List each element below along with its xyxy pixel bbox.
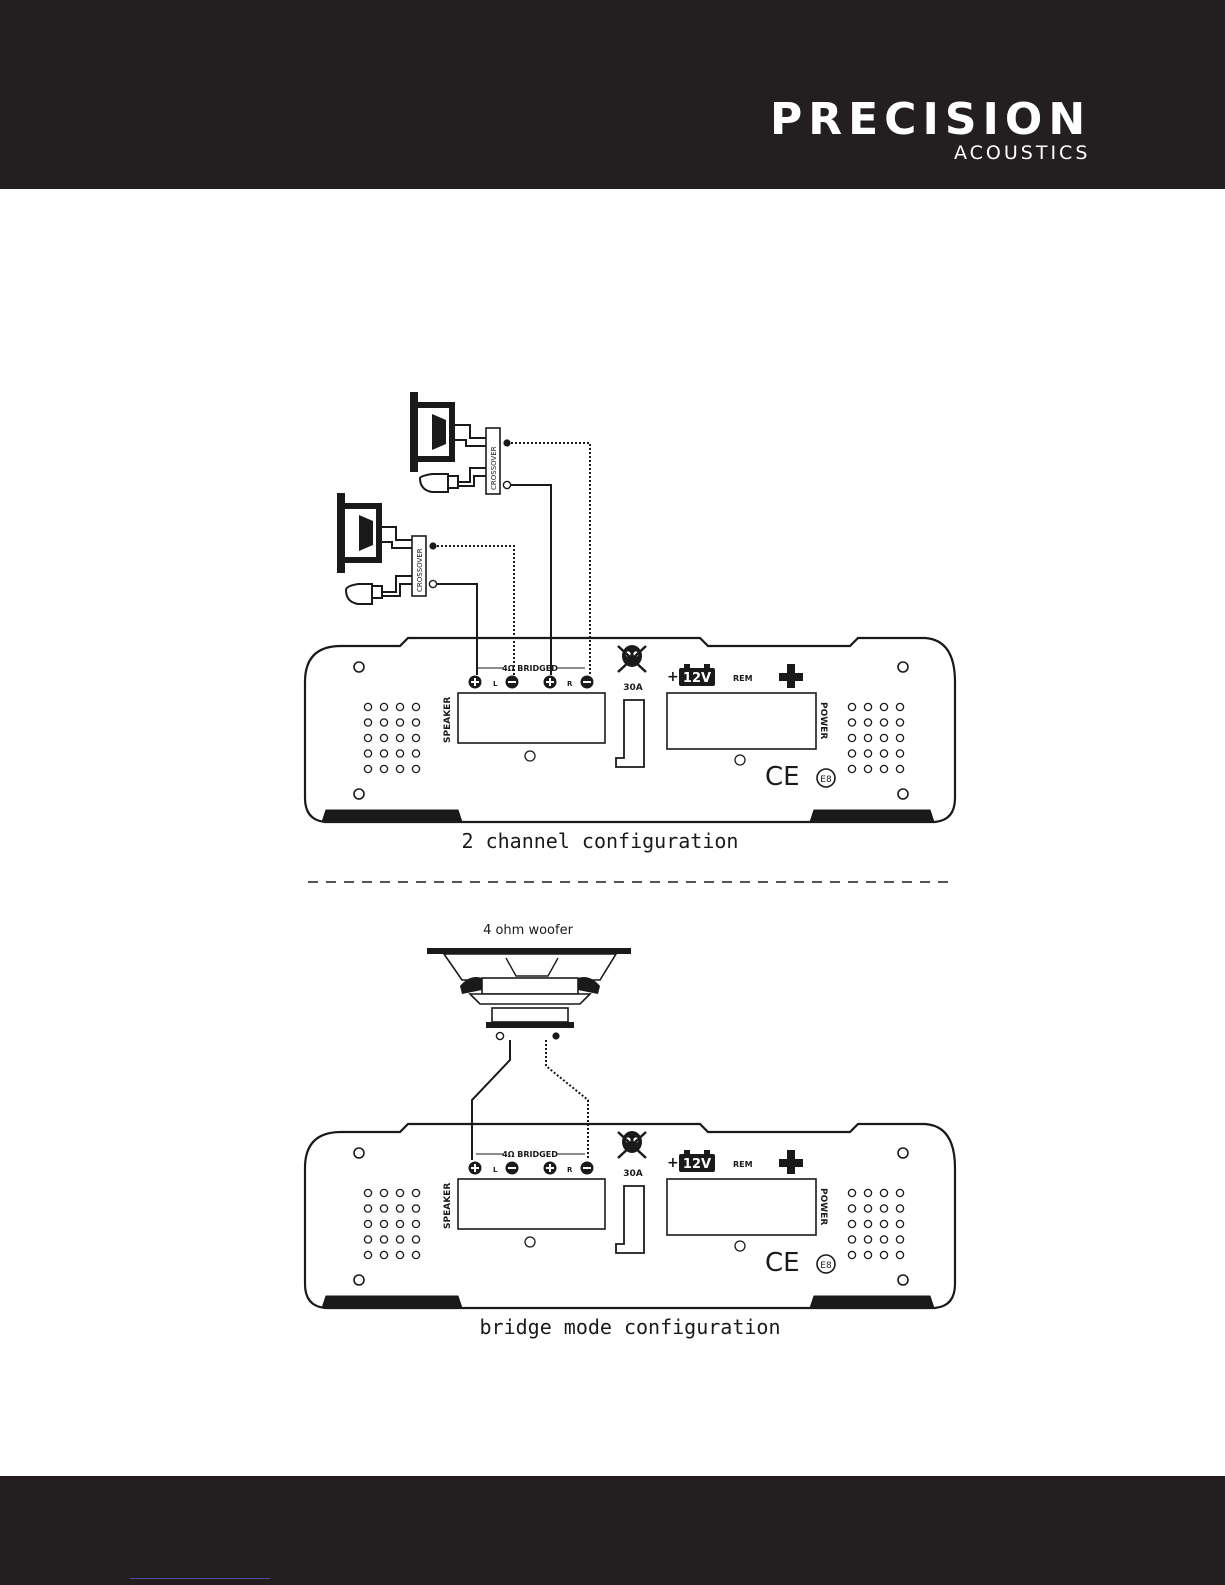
e-mark-bottom: E8: [820, 1261, 832, 1271]
ce-mark-bottom: CE: [765, 1248, 800, 1278]
footer-link-underline: [130, 1578, 270, 1579]
power-label-top: POWER: [818, 702, 828, 739]
e-mark-top: E8: [820, 775, 832, 785]
left-channel-label-top: L: [493, 680, 498, 688]
battery-plus-bottom: +: [667, 1155, 679, 1171]
battery-voltage-top: 12V: [683, 671, 711, 686]
ce-mark-top: CE: [765, 762, 800, 792]
fuse-label-bottom: 30A: [623, 1169, 643, 1179]
woofer-label: 4 ohm woofer: [483, 923, 574, 938]
caption-two-channel: 2 channel configuration: [430, 829, 770, 853]
footer-bar: [0, 1476, 1225, 1585]
right-channel-label-top: R: [567, 680, 573, 688]
right-channel-label-bottom: R: [567, 1166, 573, 1174]
remote-label-top: REM: [733, 674, 753, 683]
crossover-label-upper: CROSSOVER: [490, 446, 498, 490]
component-speaker-upper: [410, 392, 500, 494]
remote-label-bottom: REM: [733, 1160, 753, 1169]
left-channel-label-bottom: L: [493, 1166, 498, 1174]
speaker-label-top: SPEAKER: [443, 697, 453, 743]
battery-plus-top: +: [667, 669, 679, 685]
power-label-bottom: POWER: [818, 1188, 828, 1225]
bridged-label-top: 4Ω BRIDGED: [502, 664, 558, 673]
component-speaker-lower: [337, 493, 426, 604]
caption-bridge: bridge mode configuration: [440, 1315, 820, 1339]
bridged-label-bottom: 4Ω BRIDGED: [502, 1150, 558, 1159]
battery-voltage-bottom: 12V: [683, 1157, 711, 1172]
fuse-label-top: 30A: [623, 683, 643, 693]
woofer-speaker: [427, 948, 631, 1028]
speaker-label-bottom: SPEAKER: [443, 1183, 453, 1229]
crossover-label-lower: CROSSOVER: [416, 548, 424, 592]
